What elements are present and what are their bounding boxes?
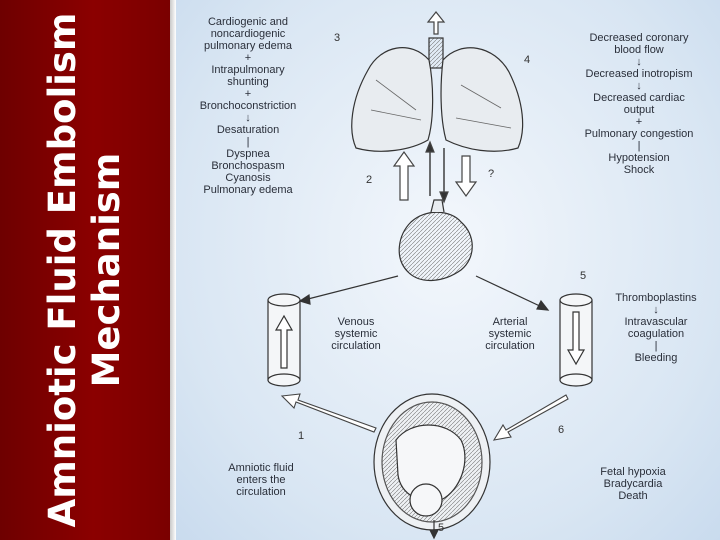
- step-number-6: 6: [558, 424, 564, 436]
- fetal-l2: Bradycardia: [588, 478, 678, 490]
- rc-r6: Pulmonary congestion: [568, 128, 710, 140]
- step-number-1: 1: [298, 430, 304, 442]
- rc-bar1: |: [568, 140, 710, 152]
- rc-r2: blood flow: [568, 44, 710, 56]
- coag-c2: Intravascular: [600, 316, 712, 328]
- venous-l2: systemic: [316, 328, 396, 340]
- lc-l9: Bronchospasm: [178, 160, 318, 172]
- venous-l3: circulation: [316, 340, 396, 352]
- step-number-2: 2: [366, 174, 372, 186]
- lc-l2: noncardiogenic: [178, 28, 318, 40]
- heart-lung-arrows: [394, 142, 476, 202]
- step-number-4: 4: [524, 54, 530, 66]
- fetal-l3: Death: [588, 490, 678, 502]
- arterial-label: Arterial systemic circulation: [470, 316, 550, 352]
- rc-r7: Hypotension: [568, 152, 710, 164]
- slide-title: Amniotic Fluid Embolism Mechanism: [0, 0, 170, 540]
- amniotic-l1: Amniotic fluid: [216, 462, 306, 474]
- right-effects-text: Decreased coronary blood flow ↓ Decrease…: [568, 32, 710, 176]
- lc-arrow1: ↓: [178, 112, 318, 124]
- lc-l6: Bronchoconstriction: [178, 100, 318, 112]
- rc-r3: Decreased inotropism: [568, 68, 710, 80]
- lc-l1: Cardiogenic and: [178, 16, 318, 28]
- venous-l1: Venous: [316, 316, 396, 328]
- venous-vessel: [268, 294, 300, 386]
- lc-l4: Intrapulmonary: [178, 64, 318, 76]
- arterial-vessel: [560, 294, 592, 386]
- step-number-5-bottom: 5: [438, 522, 444, 534]
- arterial-l3: circulation: [470, 340, 550, 352]
- lc-l7: Desaturation: [178, 124, 318, 136]
- coag-c3: coagulation: [600, 328, 712, 340]
- lc-l3: pulmonary edema: [178, 40, 318, 52]
- rc-r8: Shock: [568, 164, 710, 176]
- rc-arrow2: ↓: [568, 80, 710, 92]
- lc-l11: Pulmonary edema: [178, 184, 318, 196]
- arterial-l2: systemic: [470, 328, 550, 340]
- lungs-illustration: [352, 38, 523, 151]
- lc-sep2: +: [178, 88, 318, 100]
- coag-c1: Thromboplastins: [600, 292, 712, 304]
- coag-c4: Bleeding: [600, 352, 712, 364]
- lc-l5: shunting: [178, 76, 318, 88]
- coag-arrow1: ↓: [600, 304, 712, 316]
- lung-up-arrow: [428, 12, 444, 34]
- coag-bar1: |: [600, 340, 712, 352]
- fetal-label: Fetal hypoxia Bradycardia Death: [588, 466, 678, 502]
- title-line-2: Mechanism: [85, 153, 129, 388]
- circulation-arrows: [300, 276, 548, 310]
- heart-illustration: [399, 200, 472, 280]
- rc-arrow1: ↓: [568, 56, 710, 68]
- lc-l10: Cyanosis: [178, 172, 318, 184]
- amniotic-l3: circulation: [216, 486, 306, 498]
- step-number-3: 3: [334, 32, 340, 44]
- title-line-1: Amniotic Fluid Embolism: [41, 13, 85, 528]
- rc-r1: Decreased coronary: [568, 32, 710, 44]
- coagulation-text: Thromboplastins ↓ Intravascular coagulat…: [600, 292, 712, 364]
- rc-sep1: +: [568, 116, 710, 128]
- amniotic-l2: enters the: [216, 474, 306, 486]
- step-number-5-top: 5: [580, 270, 586, 282]
- uterus-illustration: [374, 394, 490, 530]
- fetal-l1: Fetal hypoxia: [588, 466, 678, 478]
- mechanism-diagram: Cardiogenic and noncardiogenic pulmonary…: [176, 0, 720, 540]
- rc-r5: output: [568, 104, 710, 116]
- step-question-mark: ?: [488, 168, 494, 180]
- arterial-l1: Arterial: [470, 316, 550, 328]
- left-effects-text: Cardiogenic and noncardiogenic pulmonary…: [178, 16, 318, 196]
- amniotic-label: Amniotic fluid enters the circulation: [216, 462, 306, 498]
- lc-l8: Dyspnea: [178, 148, 318, 160]
- rc-r4: Decreased cardiac: [568, 92, 710, 104]
- venous-label: Venous systemic circulation: [316, 316, 396, 352]
- lc-sep1: +: [178, 52, 318, 64]
- lc-bar1: |: [178, 136, 318, 148]
